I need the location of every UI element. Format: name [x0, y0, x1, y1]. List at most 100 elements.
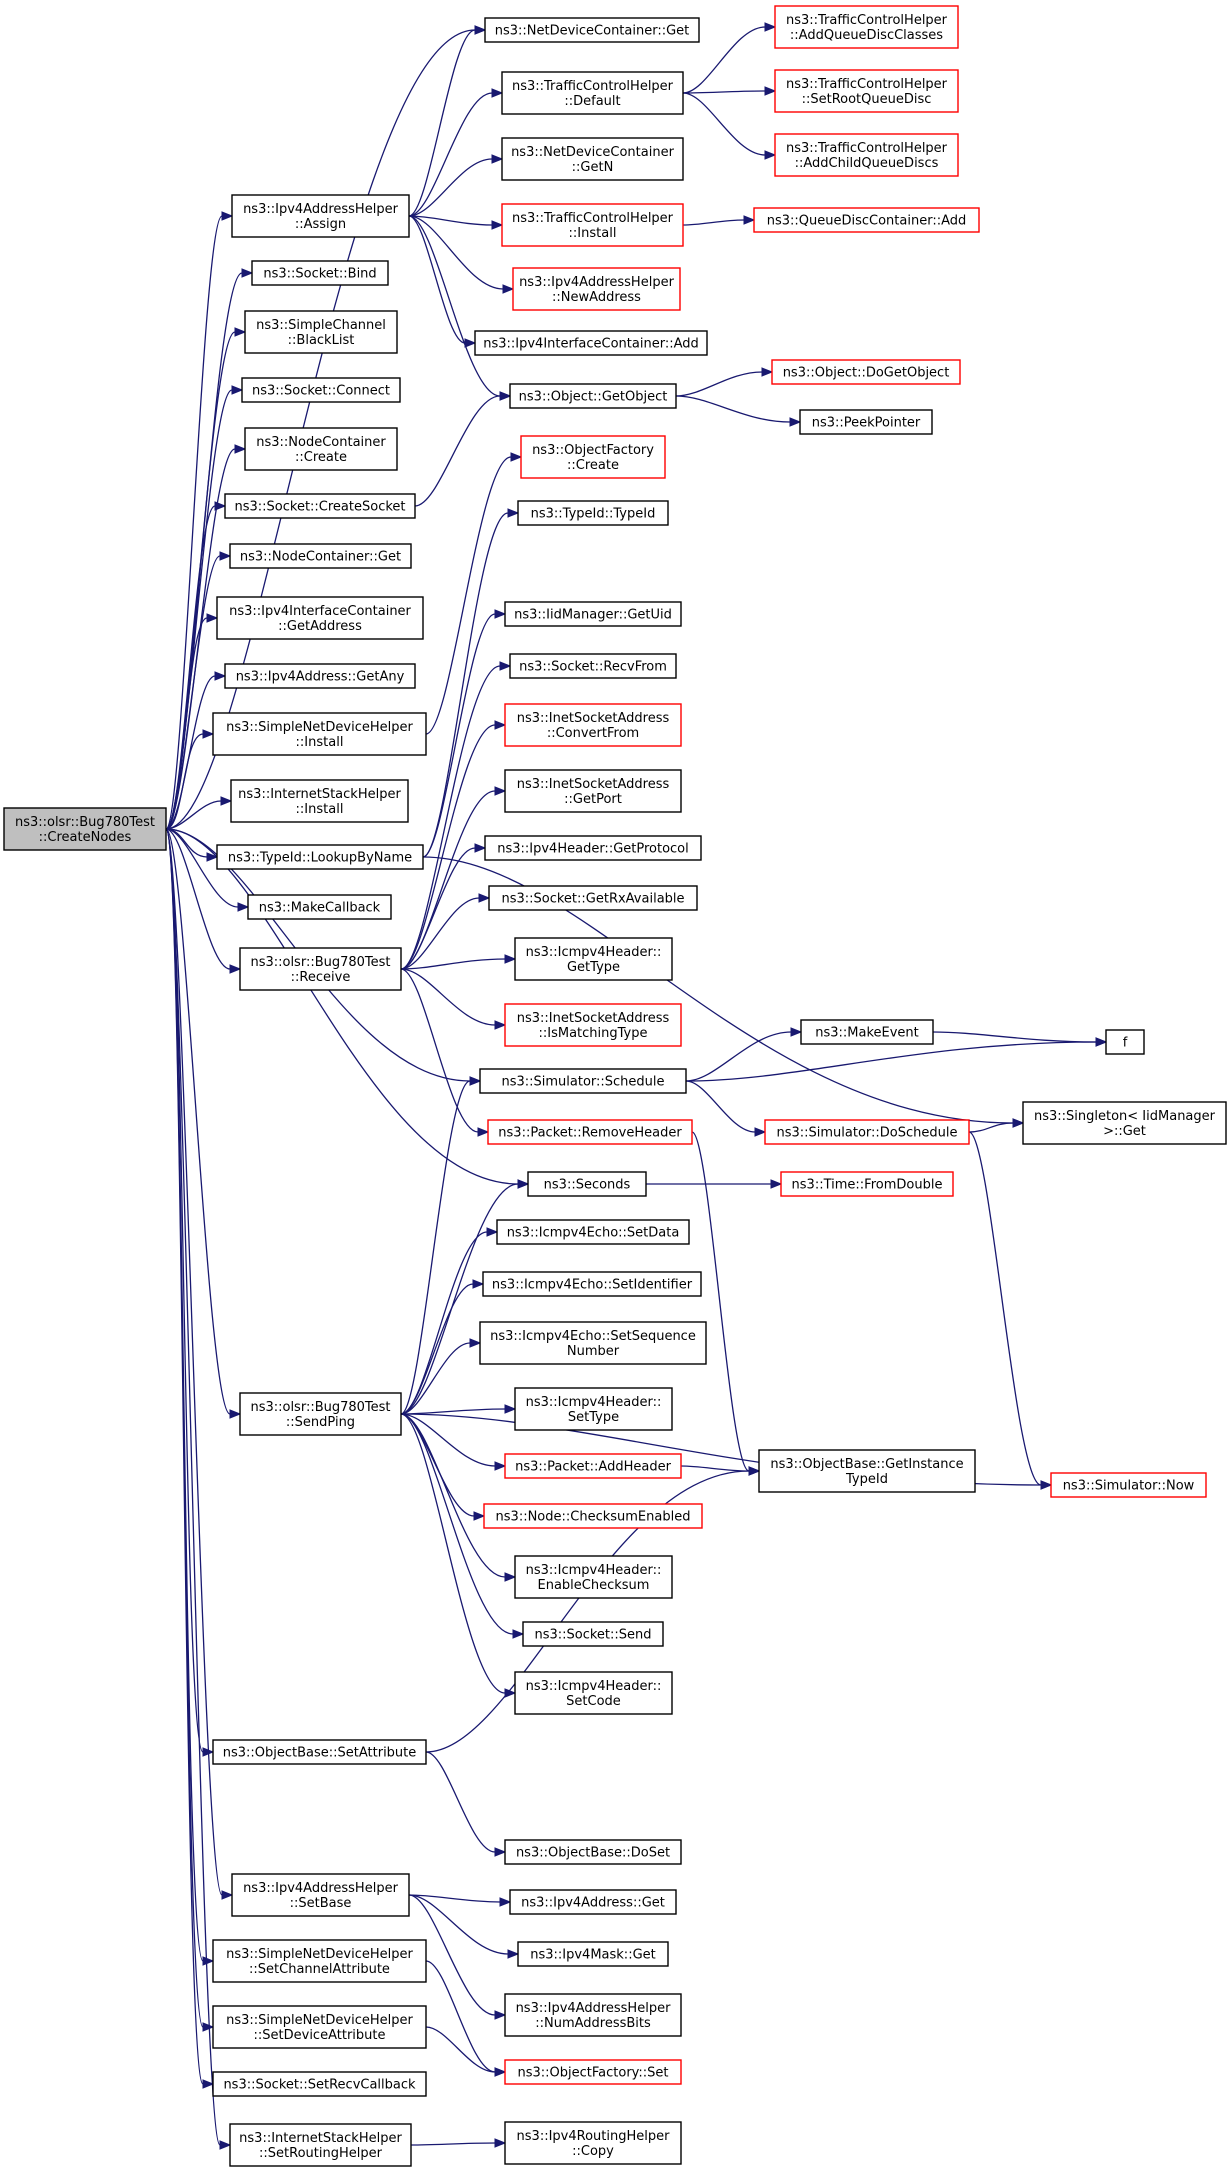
node-ndc_get[interactable]: ns3::NetDeviceContainer::Get [484, 17, 700, 43]
node-label-line: ns3::olsr::Bug780Test [15, 815, 155, 830]
node-socket_bind[interactable]: ns3::Socket::Bind [251, 260, 389, 286]
node-box [520, 435, 666, 479]
node-sndh_setchannelattribute[interactable]: ns3::SimpleNetDeviceHelper::SetChannelAt… [212, 1939, 427, 1983]
node-ish_setroutinghelper[interactable]: ns3::InternetStackHelper::SetRoutingHelp… [229, 2123, 412, 2167]
arrow-head [499, 391, 512, 401]
node-simulator_schedule[interactable]: ns3::Simulator::Schedule [479, 1068, 687, 1094]
node-ipv4address_get[interactable]: ns3::Ipv4Address::Get [509, 1889, 677, 1915]
node-socket_recvfrom[interactable]: ns3::Socket::RecvFrom [509, 653, 677, 679]
node-icmpv4header_settype[interactable]: ns3::Icmpv4Header::SetType [514, 1387, 673, 1431]
node-bug780_sendping[interactable]: ns3::olsr::Bug780Test::SendPing [239, 1392, 402, 1436]
node-socket_send[interactable]: ns3::Socket::Send [522, 1621, 664, 1647]
node-simplechannel_blacklist[interactable]: ns3::SimpleChannel::BlackList [244, 310, 398, 354]
node-ipv4routinghelper_copy[interactable]: ns3::Ipv4RoutingHelper::Copy [504, 2121, 682, 2165]
node-label-line: ::SendPing [286, 1415, 355, 1430]
node-ipv4helper_assign[interactable]: ns3::Ipv4AddressHelper::Assign [231, 194, 410, 238]
node-label-line: ns3::Socket::RecvFrom [519, 660, 667, 675]
edge-ipv4helper_setbase-to-ipv4mask_get [408, 1894, 509, 1955]
node-typeid_typeid[interactable]: ns3::TypeId::TypeId [517, 500, 669, 526]
node-box [504, 769, 682, 813]
node-tch_addchildqueuediscs[interactable]: ns3::TrafficControlHelper::AddChildQueue… [774, 133, 959, 177]
node-ipv4helper_setbase[interactable]: ns3::Ipv4AddressHelper::SetBase [231, 1873, 410, 1917]
node-label-line: ::ConvertFrom [547, 726, 639, 741]
node-packet_addheader[interactable]: ns3::Packet::AddHeader [504, 1453, 682, 1479]
node-label-line: ns3::SimpleNetDeviceHelper [226, 720, 413, 735]
node-makecallback[interactable]: ns3::MakeCallback [247, 894, 392, 920]
node-icmpv4echo_setdata[interactable]: ns3::Icmpv4Echo::SetData [496, 1219, 690, 1245]
node-time_fromdouble[interactable]: ns3::Time::FromDouble [780, 1171, 954, 1197]
node-socket_connect[interactable]: ns3::Socket::Connect [241, 377, 401, 403]
node-label-line: ns3::Ipv4AddressHelper [243, 202, 399, 217]
node-seconds[interactable]: ns3::Seconds [527, 1171, 647, 1197]
node-label-line: ns3::Icmpv4Echo::SetSequence [490, 1329, 696, 1344]
node-socket_setrecvcallback[interactable]: ns3::Socket::SetRecvCallback [212, 2071, 427, 2097]
node-packet_removeheader[interactable]: ns3::Packet::RemoveHeader [487, 1119, 693, 1145]
node-nodecontainer_get[interactable]: ns3::NodeContainer::Get [229, 543, 412, 569]
node-box [509, 383, 677, 409]
arrow-head [494, 1847, 507, 1857]
node-tch_setrootqueuedisc[interactable]: ns3::TrafficControlHelper::SetRootQueueD… [774, 69, 959, 113]
node-objectbase_doset[interactable]: ns3::ObjectBase::DoSet [504, 1839, 682, 1865]
node-peekpointer[interactable]: ns3::PeekPointer [799, 409, 933, 435]
node-label-line: ns3::Ipv4InterfaceContainer [229, 604, 411, 619]
edge-socket_createsocket-to-object_getobject [414, 395, 501, 507]
node-box [504, 2121, 682, 2165]
node-f[interactable]: f [1105, 1029, 1145, 1055]
node-node_checksumenabled[interactable]: ns3::Node::ChecksumEnabled [483, 1503, 703, 1529]
node-simulator_now[interactable]: ns3::Simulator::Now [1050, 1472, 1207, 1498]
edge-bug780_sendping-to-socket_send [400, 1413, 514, 1635]
node-label-line: ::Install [296, 735, 344, 750]
node-singleton_get[interactable]: ns3::Singleton< IidManager >::Get [1022, 1101, 1227, 1145]
node-label-line: ::NumAddressBits [535, 2016, 651, 2031]
node-nodecontainer_create[interactable]: ns3::NodeContainer::Create [244, 427, 398, 471]
node-object_getobject[interactable]: ns3::Object::GetObject [509, 383, 677, 409]
node-objectfactory_create[interactable]: ns3::ObjectFactory::Create [520, 435, 666, 479]
node-ish_install[interactable]: ns3::InternetStackHelper::Install [230, 779, 409, 823]
node-icmpv4echo_setidentifier[interactable]: ns3::Icmpv4Echo::SetIdentifier [482, 1271, 702, 1297]
node-typeid_lookupbyname[interactable]: ns3::TypeId::LookupByName [216, 844, 424, 870]
node-ipv4header_getprotocol[interactable]: ns3::Ipv4Header::GetProtocol [484, 835, 702, 861]
node-label-line: ns3::Ipv4AddressHelper [519, 275, 675, 290]
node-sndh_setdeviceattribute[interactable]: ns3::SimpleNetDeviceHelper::SetDeviceAtt… [212, 2005, 427, 2049]
node-ipv4mask_get[interactable]: ns3::Ipv4Mask::Get [517, 1941, 669, 1967]
node-box [212, 712, 427, 756]
node-ipv4ic_getaddress[interactable]: ns3::Ipv4InterfaceContainer::GetAddress [216, 596, 424, 640]
node-makeevent[interactable]: ns3::MakeEvent [800, 1019, 934, 1045]
node-ipv4helper_numaddressbits[interactable]: ns3::Ipv4AddressHelper::NumAddressBits [504, 1993, 682, 2037]
node-ipv4ic_add[interactable]: ns3::Ipv4InterfaceContainer::Add [474, 330, 708, 356]
node-tch_default[interactable]: ns3::TrafficControlHelper::Default [501, 71, 684, 115]
node-box [224, 663, 416, 689]
node-box [216, 596, 424, 640]
node-label-line: ns3::Ipv4Header::GetProtocol [497, 842, 689, 857]
node-icmpv4header_enablechecksum[interactable]: ns3::Icmpv4Header::EnableChecksum [514, 1555, 673, 1599]
node-isa_getport[interactable]: ns3::InetSocketAddress::GetPort [504, 769, 682, 813]
node-objectfactory_set[interactable]: ns3::ObjectFactory::Set [504, 2059, 682, 2085]
edge-ipv4helper_assign-to-ipv4helper_newaddress [408, 215, 504, 290]
node-icmpv4header_setcode[interactable]: ns3::Icmpv4Header::SetCode [514, 1671, 673, 1715]
node-socket_getrxavailable[interactable]: ns3::Socket::GetRxAvailable [488, 885, 698, 911]
node-iidmanager_getuid[interactable]: ns3::IidManager::GetUid [504, 601, 682, 627]
node-bug780_receive[interactable]: ns3::olsr::Bug780Test::Receive [239, 947, 402, 991]
node-tch_addqueuediscclasses[interactable]: ns3::TrafficControlHelper::AddQueueDiscC… [774, 5, 959, 49]
node-isa_ismatchingtype[interactable]: ns3::InetSocketAddress::IsMatchingType [504, 1003, 682, 1047]
node-tch_install[interactable]: ns3::TrafficControlHelper::Install [501, 203, 684, 247]
edge-bug780_sendping-to-node_checksumenabled [400, 1413, 475, 1517]
edge-bug780_sendping-to-icmpv4header_settype [400, 1408, 506, 1415]
node-objectbase_setattribute[interactable]: ns3::ObjectBase::SetAttribute [212, 1739, 427, 1765]
arrow-head [494, 1461, 507, 1471]
node-label-line: ns3::Simulator::Schedule [501, 1075, 664, 1090]
node-box [501, 71, 684, 115]
node-isa_convertfrom[interactable]: ns3::InetSocketAddress::ConvertFrom [504, 703, 682, 747]
node-object_dogetobject[interactable]: ns3::Object::DoGetObject [771, 359, 961, 385]
node-qdc_add[interactable]: ns3::QueueDiscContainer::Add [753, 207, 980, 233]
node-ipv4helper_newaddress[interactable]: ns3::Ipv4AddressHelper::NewAddress [512, 267, 681, 311]
node-ndc_getn[interactable]: ns3::NetDeviceContainer::GetN [501, 137, 684, 181]
node-box [212, 2005, 427, 2049]
node-simulator_doschedule[interactable]: ns3::Simulator::DoSchedule [764, 1119, 970, 1145]
node-sndh_install[interactable]: ns3::SimpleNetDeviceHelper::Install [212, 712, 427, 756]
node-ipv4address_getany[interactable]: ns3::Ipv4Address::GetAny [224, 663, 416, 689]
node-icmpv4header_gettype[interactable]: ns3::Icmpv4Header::GetType [514, 937, 673, 981]
node-socket_createsocket[interactable]: ns3::Socket::CreateSocket [224, 493, 416, 519]
